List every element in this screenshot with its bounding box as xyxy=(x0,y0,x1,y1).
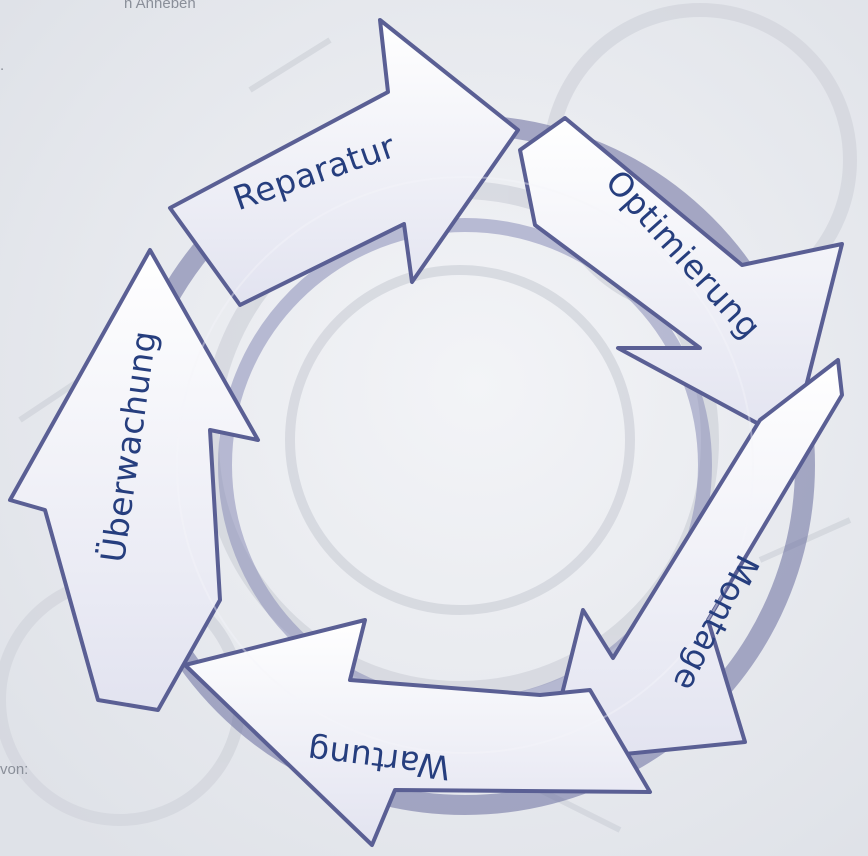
arrow-ueberwachung xyxy=(8,248,260,712)
background-text-top: n Anheben xyxy=(124,0,196,12)
arrow-reparatur xyxy=(168,18,520,307)
background-text-dot: . xyxy=(0,57,5,74)
background-text-bottom: von: xyxy=(0,761,29,778)
